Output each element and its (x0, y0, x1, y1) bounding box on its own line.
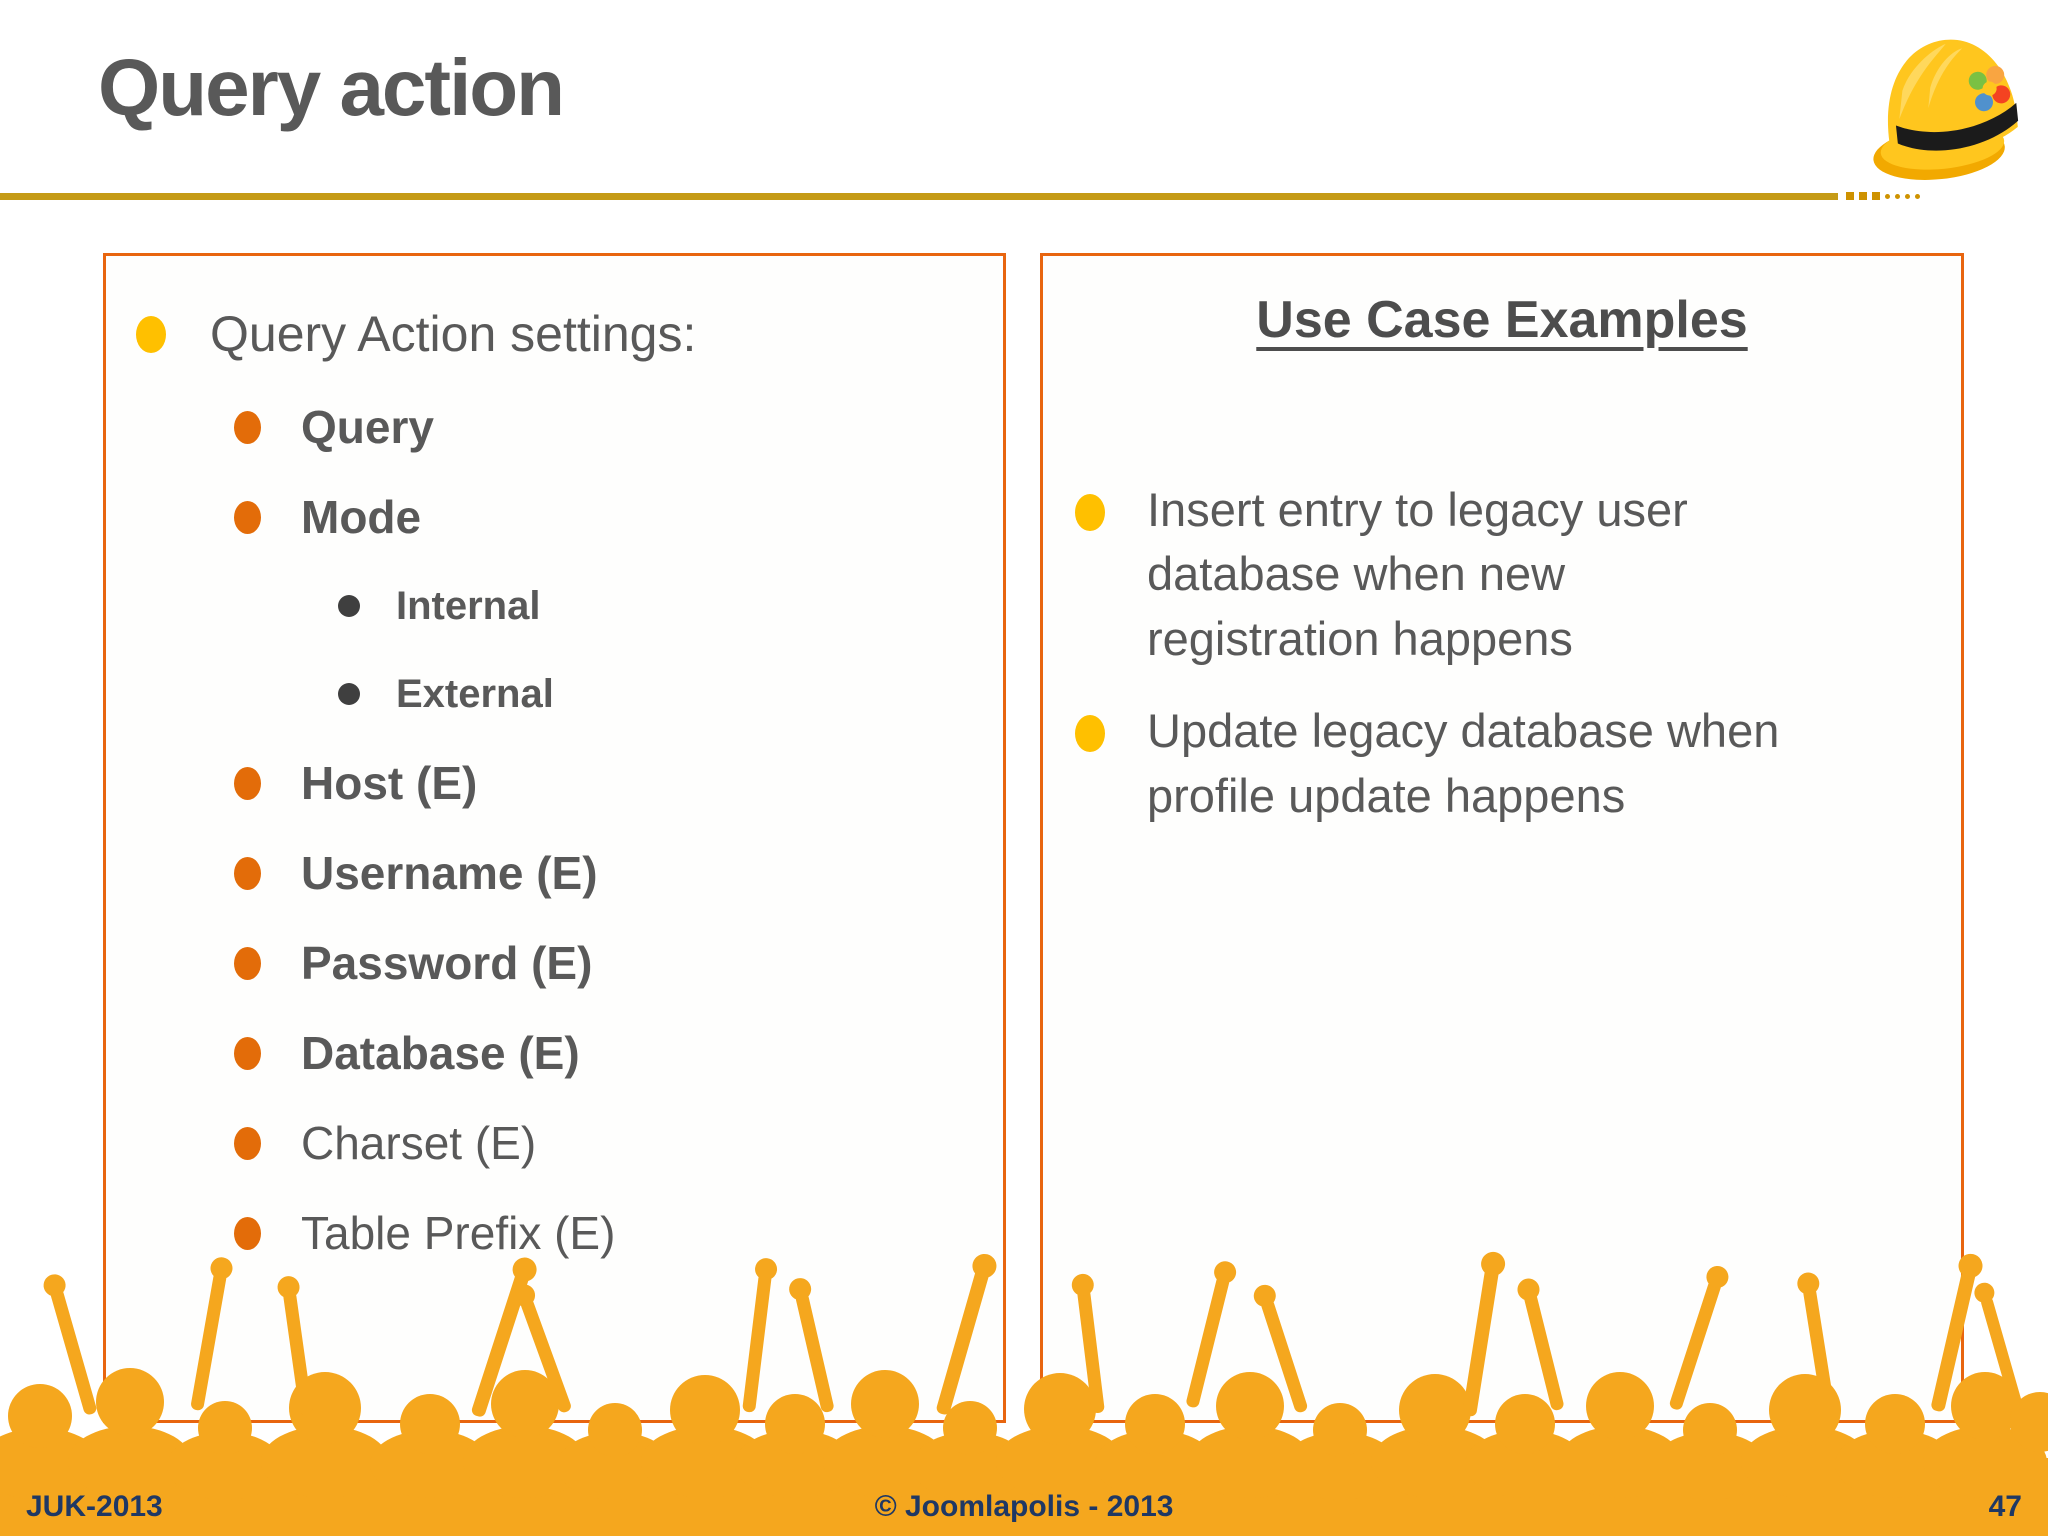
list-item: Host (E) (106, 738, 1003, 828)
right-panel: Use Case Examples Insert entry to legacy… (1040, 253, 1964, 1423)
left-panel: Query Action settings: Query Mode Intern… (103, 253, 1006, 1423)
use-case-text: Insert entry to legacy user database whe… (1147, 483, 1688, 665)
list-item-label: Host (E) (301, 757, 478, 809)
list-item-label: Charset (E) (301, 1117, 537, 1169)
list-item-label: Query (301, 401, 434, 453)
bullet-icon (234, 1126, 261, 1160)
bullet-icon (338, 683, 360, 705)
list-item: Update legacy database when profile upda… (1043, 699, 1961, 828)
list-item: Charset (E) (106, 1098, 1003, 1188)
list-item: Insert entry to legacy user database whe… (1043, 478, 1961, 671)
page-title: Query action (98, 43, 565, 132)
list-item: Table Prefix (E) (106, 1188, 1003, 1278)
list-item: External (106, 650, 1003, 738)
left-panel-heading: Query Action settings: (210, 306, 697, 362)
list-item-label: External (396, 671, 554, 716)
list-item: Password (E) (106, 918, 1003, 1008)
bullet-icon (338, 595, 360, 617)
bullet-icon (1075, 494, 1105, 531)
left-panel-heading-row: Query Action settings: (106, 256, 1003, 382)
bullet-icon (1075, 715, 1105, 753)
bullet-icon (234, 410, 261, 444)
divider-dots (1846, 192, 1920, 200)
list-item: Query (106, 382, 1003, 472)
right-panel-heading: Use Case Examples (1256, 291, 1748, 349)
bullet-icon (234, 500, 261, 534)
hard-hat-icon (1873, 39, 2019, 180)
bullet-icon (136, 315, 166, 353)
page-number: 47 (1988, 1490, 2022, 1523)
list-item-label: Username (E) (301, 847, 598, 899)
title-underline-divider (0, 193, 1838, 200)
bullet-icon (234, 1216, 261, 1250)
bullet-icon (234, 766, 261, 800)
list-item-label: Password (E) (301, 937, 593, 989)
list-item-label: Mode (301, 491, 422, 543)
list-item: Internal (106, 562, 1003, 650)
list-item-label: Internal (396, 583, 541, 628)
list-item-label: Database (E) (301, 1027, 580, 1079)
list-item: Database (E) (106, 1008, 1003, 1098)
list-item: Username (E) (106, 828, 1003, 918)
joomla-logo-icon (1968, 65, 2011, 112)
list-item: Mode (106, 472, 1003, 562)
bullet-icon (234, 1036, 261, 1070)
use-case-text: Update legacy database when profile upda… (1147, 704, 1780, 822)
bullet-icon (234, 856, 261, 890)
footer-center-label: © Joomlapolis - 2013 (874, 1490, 1174, 1523)
list-item-label: Table Prefix (E) (301, 1207, 616, 1259)
bullet-icon (234, 946, 261, 980)
